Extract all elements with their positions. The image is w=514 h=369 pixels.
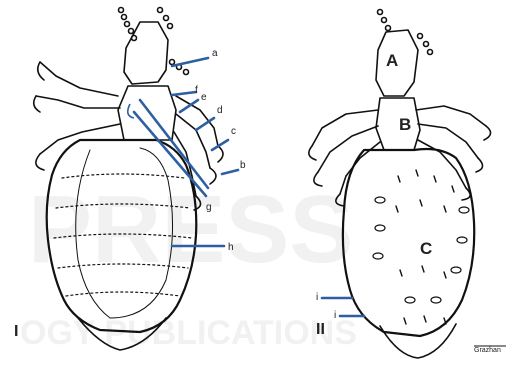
arrow-f [172,92,196,95]
watermark-subline: OGY PUBLICATIONS [20,314,357,352]
arrow-b [222,170,238,174]
arrow-g-2 [140,100,208,188]
label-B: B [399,115,411,134]
label-g: g [206,202,212,213]
label-e: e [201,92,207,103]
watermark: PRESS OGY PUBLICATIONS [20,176,357,352]
left-loop-mark [128,104,134,118]
label-d: d [217,105,223,116]
right-thorax [376,98,420,150]
label-c: c [231,126,236,137]
label-i-lower: i [334,310,336,321]
label-f: f [195,85,198,96]
label-h: h [228,242,234,253]
signature: Grazhan [474,347,501,354]
label-b: b [240,160,246,171]
panel-numeral-II: II [316,321,325,338]
left-thorax [118,86,176,140]
label-a: a [212,48,218,59]
left-head [124,22,168,84]
arrow-a [172,58,208,66]
label-C: C [420,239,432,258]
arrow-e [180,100,198,112]
label-A: A [386,51,398,70]
right-abdomen [343,149,474,336]
panel-numeral-I: I [14,323,18,340]
right-tail [380,324,456,358]
label-i-upper: i [316,292,318,303]
